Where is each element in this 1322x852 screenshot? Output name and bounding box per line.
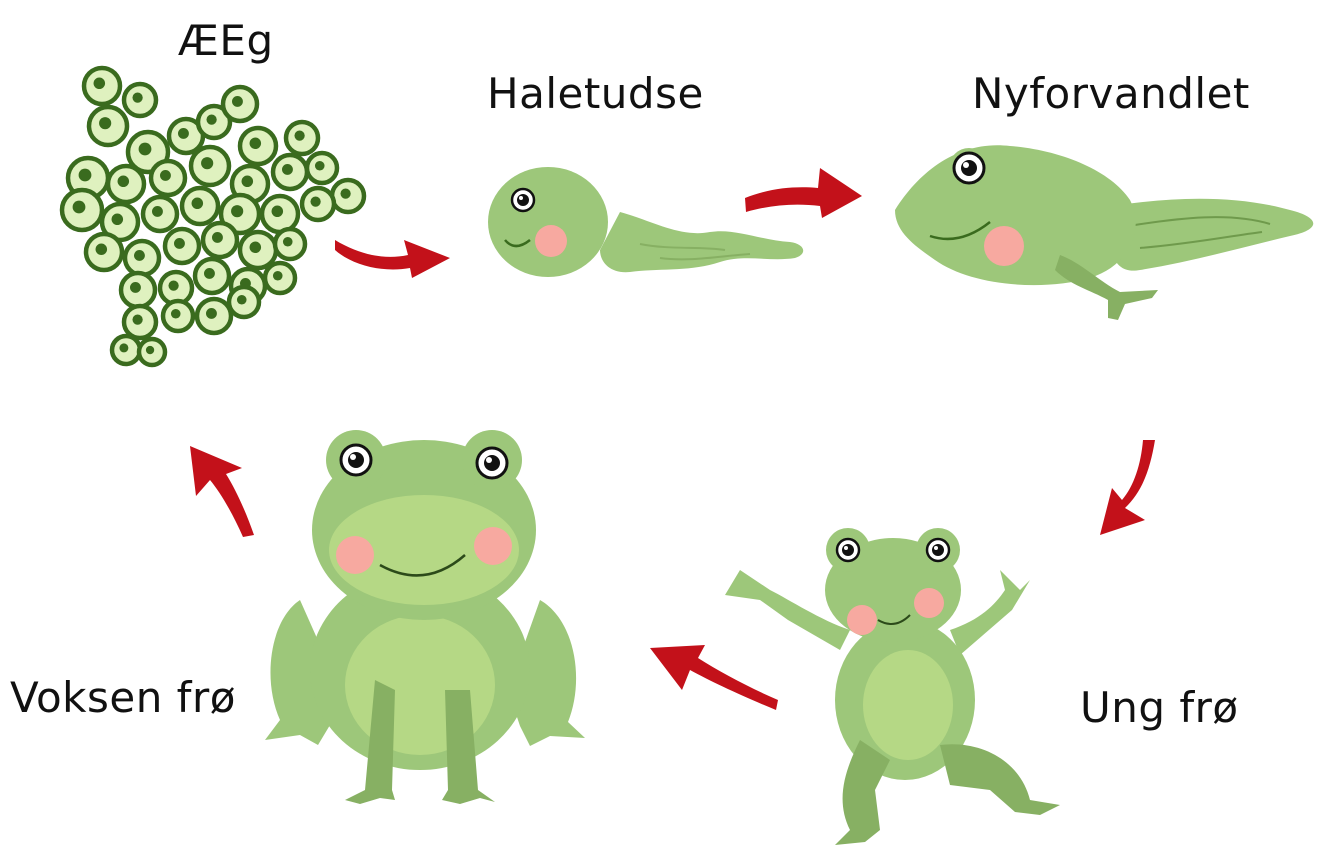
arrow-froglet-to-young xyxy=(1100,440,1155,535)
egg-nucleus xyxy=(231,205,243,217)
egg-nucleus xyxy=(294,130,304,140)
egg-nucleus xyxy=(206,308,217,319)
arrow-egg-to-tadpole xyxy=(335,240,450,278)
egg-nucleus xyxy=(132,314,142,324)
egg-nucleus xyxy=(206,114,216,124)
label-adult-frog: Voksen frø xyxy=(10,673,236,722)
label-froglet: Nyforvandlet xyxy=(972,69,1250,118)
egg-nucleus xyxy=(237,295,247,305)
egg-nucleus xyxy=(99,117,111,129)
young-frog-illustration xyxy=(725,528,1060,845)
tadpole-illustration xyxy=(488,167,803,277)
froglet-illustration xyxy=(895,145,1313,320)
egg-cluster-illustration xyxy=(62,68,364,365)
egg-nucleus xyxy=(340,188,350,198)
egg-nucleus xyxy=(282,164,293,175)
egg-nucleus xyxy=(273,271,283,281)
arrow-young-to-adult xyxy=(650,645,778,710)
egg-nucleus xyxy=(132,92,142,102)
egg-nucleus xyxy=(315,161,325,171)
egg-nucleus xyxy=(178,128,189,139)
egg-nucleus xyxy=(232,96,243,107)
egg-nucleus xyxy=(310,196,320,206)
egg-nucleus xyxy=(96,244,108,256)
egg-nucleus xyxy=(192,198,204,210)
egg-nucleus xyxy=(94,78,106,90)
egg-nucleus xyxy=(168,280,178,290)
egg-nucleus xyxy=(139,143,152,156)
egg-nucleus xyxy=(152,206,163,217)
egg-nucleus xyxy=(79,169,92,182)
egg-nucleus xyxy=(250,138,262,150)
adult-frog-illustration xyxy=(265,430,585,804)
egg-nucleus xyxy=(73,201,86,214)
egg-nucleus xyxy=(204,268,215,279)
egg-nucleus xyxy=(272,206,284,218)
label-young-frog: Ung frø xyxy=(1080,683,1239,732)
egg-nucleus xyxy=(160,170,171,181)
egg-nucleus xyxy=(112,214,124,226)
egg-nucleus xyxy=(212,232,223,243)
egg-nucleus xyxy=(201,157,213,169)
egg-nucleus xyxy=(118,176,130,188)
egg-nucleus xyxy=(171,309,181,319)
egg-nucleus xyxy=(146,346,154,354)
egg-nucleus xyxy=(250,242,262,254)
arrow-tadpole-to-froglet xyxy=(745,168,862,218)
egg-nucleus xyxy=(174,238,185,249)
egg-nucleus xyxy=(242,176,254,188)
egg-nucleus xyxy=(283,237,293,247)
egg-nucleus xyxy=(130,282,141,293)
arrow-adult-to-egg xyxy=(190,446,254,537)
label-egg: ÆEg xyxy=(178,16,274,65)
egg-nucleus xyxy=(134,250,145,261)
label-tadpole: Haletudse xyxy=(487,69,704,118)
egg-nucleus xyxy=(119,343,128,352)
